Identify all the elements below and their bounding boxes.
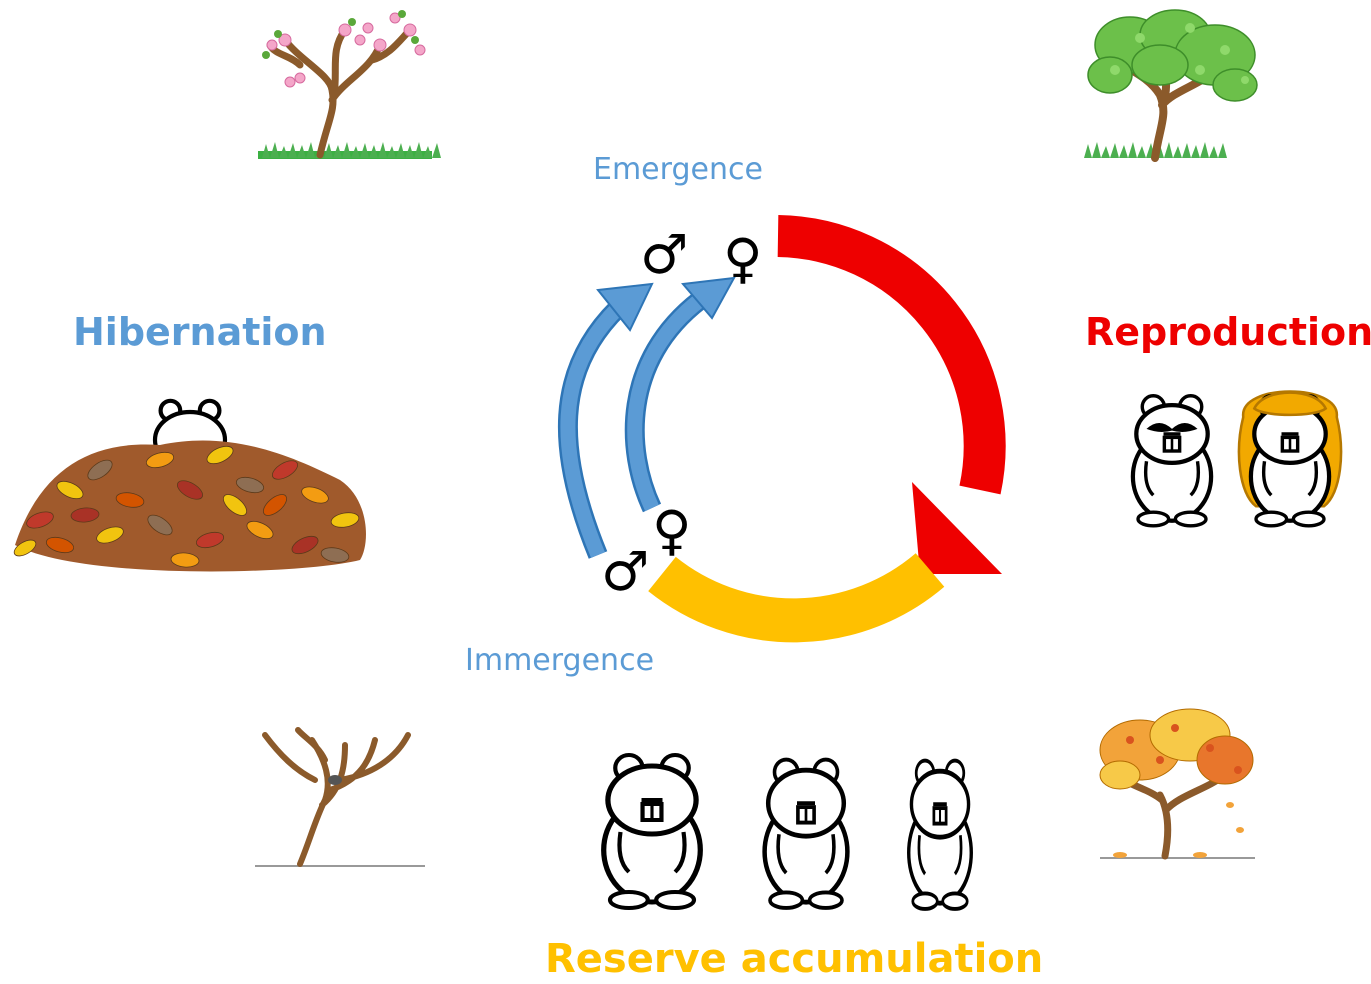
- female-symbol-top: ♀: [723, 227, 763, 290]
- green-tree-icon: [1084, 9, 1258, 162]
- reserve-accumulation-label: Reserve accumulation: [545, 936, 1044, 982]
- female-symbol-bottom: ♀: [652, 499, 692, 562]
- emergence-label: Emergence: [593, 152, 763, 187]
- flowering-tree-icon: [258, 10, 441, 159]
- bare-tree-icon: [255, 727, 425, 867]
- emergence-arrow-inner: [624, 276, 736, 513]
- reproduction-arc-arrow: [777, 215, 1006, 574]
- male-symbol-bottom: ♂: [601, 540, 650, 603]
- autumn-tree-icon: [1099, 708, 1255, 860]
- male-marmot-mustache-icon: [1133, 396, 1211, 526]
- marmot-in-leaf-pile-icon: [13, 398, 366, 572]
- emergence-arrow-outer: [557, 282, 654, 559]
- fat-marmot-icon: [604, 755, 701, 908]
- immergence-label: Immergence: [465, 643, 655, 678]
- reserve-accumulation-arc: [648, 553, 945, 643]
- medium-marmot-icon: [765, 760, 848, 908]
- male-symbol-top: ♂: [640, 223, 689, 286]
- hibernation-label: Hibernation: [73, 310, 327, 354]
- thin-marmot-icon: [909, 761, 972, 909]
- female-marmot-hair-icon: [1237, 390, 1343, 526]
- reproduction-label: Reproduction: [1085, 310, 1371, 354]
